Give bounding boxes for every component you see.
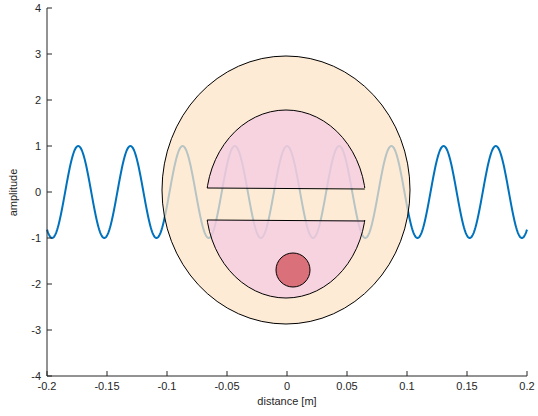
axis-title: distance [m]	[257, 396, 316, 407]
x-tick-label: -0.2	[38, 381, 57, 392]
y-tick-label: -4	[31, 371, 41, 382]
outer-circle	[162, 56, 410, 324]
x-tick-label: 0.1	[399, 381, 414, 392]
x-tick-label: -0.1	[158, 381, 177, 392]
y-tick-label: 1	[35, 141, 41, 152]
x-tick-label: -0.05	[214, 381, 239, 392]
lower-half	[206, 220, 366, 298]
upper-chord	[207, 188, 365, 189]
axis-title: amplitude	[9, 168, 20, 216]
x-tick-label: 0	[284, 381, 290, 392]
y-tick-label: -2	[31, 279, 41, 290]
x-tick-label: 0.15	[456, 381, 477, 392]
y-tick-label: 2	[35, 95, 41, 106]
upper-half	[206, 110, 366, 188]
x-tick-label: 0.2	[519, 381, 534, 392]
y-tick-label: 0	[35, 187, 41, 198]
small-dot	[276, 253, 310, 287]
lower-chord	[207, 220, 365, 221]
axes	[47, 8, 527, 376]
y-tick-label: -1	[31, 233, 41, 244]
y-tick-label: -3	[31, 325, 41, 336]
y-tick-label: 3	[35, 49, 41, 60]
x-tick-label: 0.05	[336, 381, 357, 392]
head-illustration	[162, 56, 410, 324]
y-tick-label: 4	[35, 3, 41, 14]
x-tick-label: -0.15	[94, 381, 119, 392]
